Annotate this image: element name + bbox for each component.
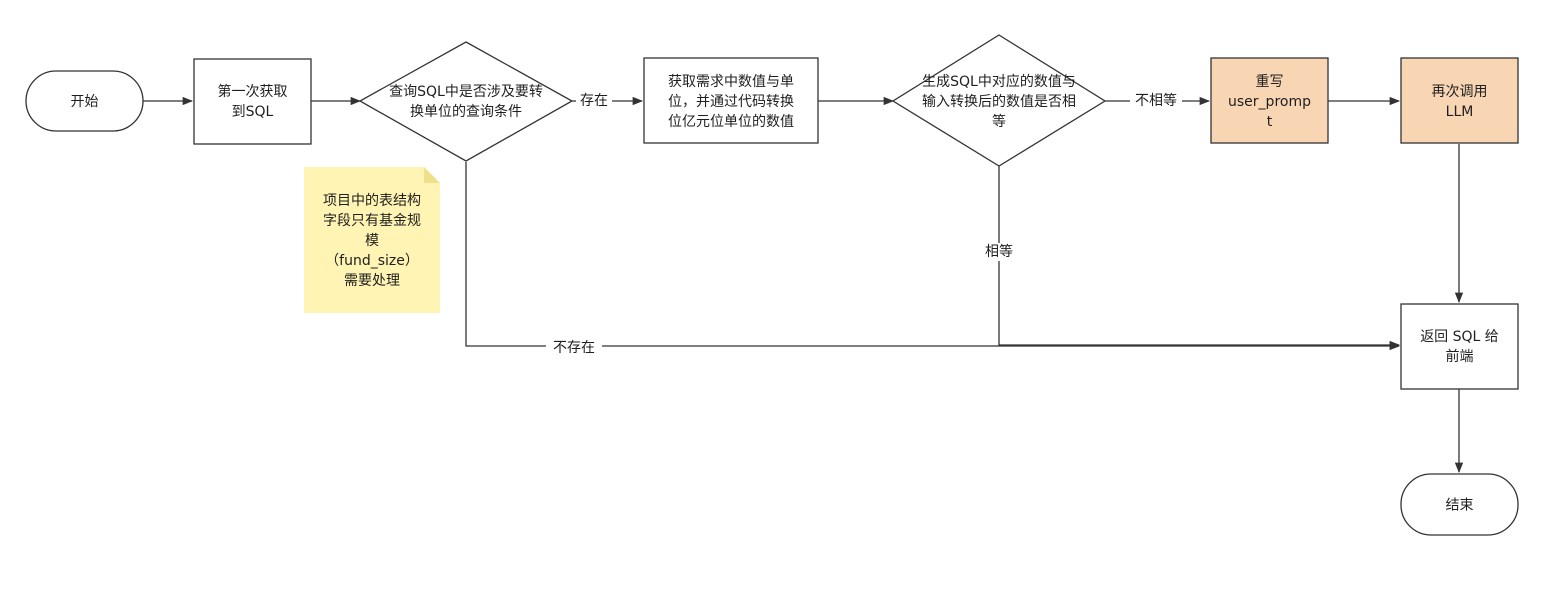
node-get-sql: 第一次获取到SQL	[193, 58, 312, 145]
get-sql-process-box	[193, 58, 312, 145]
recall-label: 再次调用 LLM	[1432, 84, 1488, 120]
rewrite-label-line: user_promp	[1228, 94, 1311, 110]
node-end: 结束	[1400, 473, 1519, 536]
node-recall: 再次调用 LLM	[1400, 57, 1519, 144]
decision-equal-label-line: 生成SQL中对应的数值与	[922, 73, 1076, 90]
decision-unit-label-line: 查询SQL中是否涉及要转	[389, 84, 543, 100]
return-process-box	[1400, 303, 1519, 390]
recall-process-box	[1400, 57, 1519, 144]
edge-labels: 存在 不相等 相等 不存在	[546, 92, 1182, 357]
rewrite-label-line: t	[1267, 114, 1273, 130]
return-label-line: 返回 SQL 给	[1420, 329, 1499, 345]
decision-equal-label: 生成SQL中对应的数值与输入转换后的数值是否相等	[922, 73, 1076, 130]
note-label-line: 项目中的表结构	[323, 193, 421, 209]
note-label-line: 字段只有基金规	[323, 212, 421, 229]
convert-label: 获取需求中数值与单位，并通过代码转换位亿元位单位的数值	[668, 74, 794, 130]
decision-unit-label: 查询SQL中是否涉及要转换单位的查询条件	[389, 84, 543, 120]
node-decision-unit: 查询SQL中是否涉及要转换单位的查询条件	[358, 41, 574, 162]
decision-equal-label-line: 输入转换后的数值是否相	[922, 93, 1076, 110]
node-start: 开始	[25, 70, 144, 132]
get-sql-label-line: 第一次获取	[218, 83, 288, 100]
edge-label-exists: 存在	[580, 93, 608, 109]
get-sql-label-line: 到SQL	[232, 104, 274, 120]
convert-process-box	[643, 57, 819, 144]
end-label: 结束	[1446, 498, 1474, 514]
node-return: 返回 SQL 给前端	[1400, 303, 1519, 390]
note-shape	[304, 167, 440, 313]
node-decision-equal: 生成SQL中对应的数值与输入转换后的数值是否相等	[891, 34, 1107, 167]
note-label-line: 需要处理	[344, 273, 400, 289]
convert-label-line: 位亿元位单位的数值	[668, 114, 794, 130]
get-sql-label: 第一次获取到SQL	[218, 83, 288, 120]
edge-label-equal: 相等	[985, 243, 1013, 260]
convert-label-line: 位，并通过代码转换	[668, 93, 794, 110]
start-label: 开始	[71, 94, 99, 110]
edge-label-not-equal: 不相等	[1135, 92, 1177, 109]
note-label-line: （fund_size）	[325, 253, 419, 269]
decision-equal-diamond	[891, 34, 1107, 167]
convert-label-line: 获取需求中数值与单	[668, 74, 794, 90]
note-sticky: 项目中的表结构字段只有基金规模 （fund_size） 需要处理	[304, 167, 440, 313]
note-fold	[424, 167, 440, 183]
end-terminal-shape	[1400, 473, 1519, 536]
end-label-line: 结束	[1446, 498, 1474, 514]
edge-decision-equal-to-return	[998, 166, 1401, 350]
return-label-line: 前端	[1446, 348, 1474, 365]
rewrite-label-line: 重写	[1256, 74, 1284, 90]
decision-unit-diamond	[358, 41, 574, 162]
note-label-line: 模	[365, 233, 379, 249]
rewrite-process-box	[1210, 57, 1329, 144]
start-terminal-shape	[25, 70, 144, 132]
decision-equal-label-line: 等	[992, 113, 1006, 130]
note-label: 项目中的表结构字段只有基金规模 （fund_size） 需要处理	[323, 193, 421, 289]
start-label-line: 开始	[71, 94, 99, 110]
recall-label-line: 再次调用	[1432, 84, 1488, 100]
edge-label-not-exists: 不存在	[553, 340, 595, 356]
edge-decision-not-exists-to-return	[465, 162, 1401, 351]
node-convert: 获取需求中数值与单位，并通过代码转换位亿元位单位的数值	[643, 57, 819, 144]
decision-unit-label-line: 换单位的查询条件	[410, 103, 522, 120]
return-label: 返回 SQL 给前端	[1420, 329, 1499, 365]
recall-label-line: LLM	[1446, 104, 1474, 120]
